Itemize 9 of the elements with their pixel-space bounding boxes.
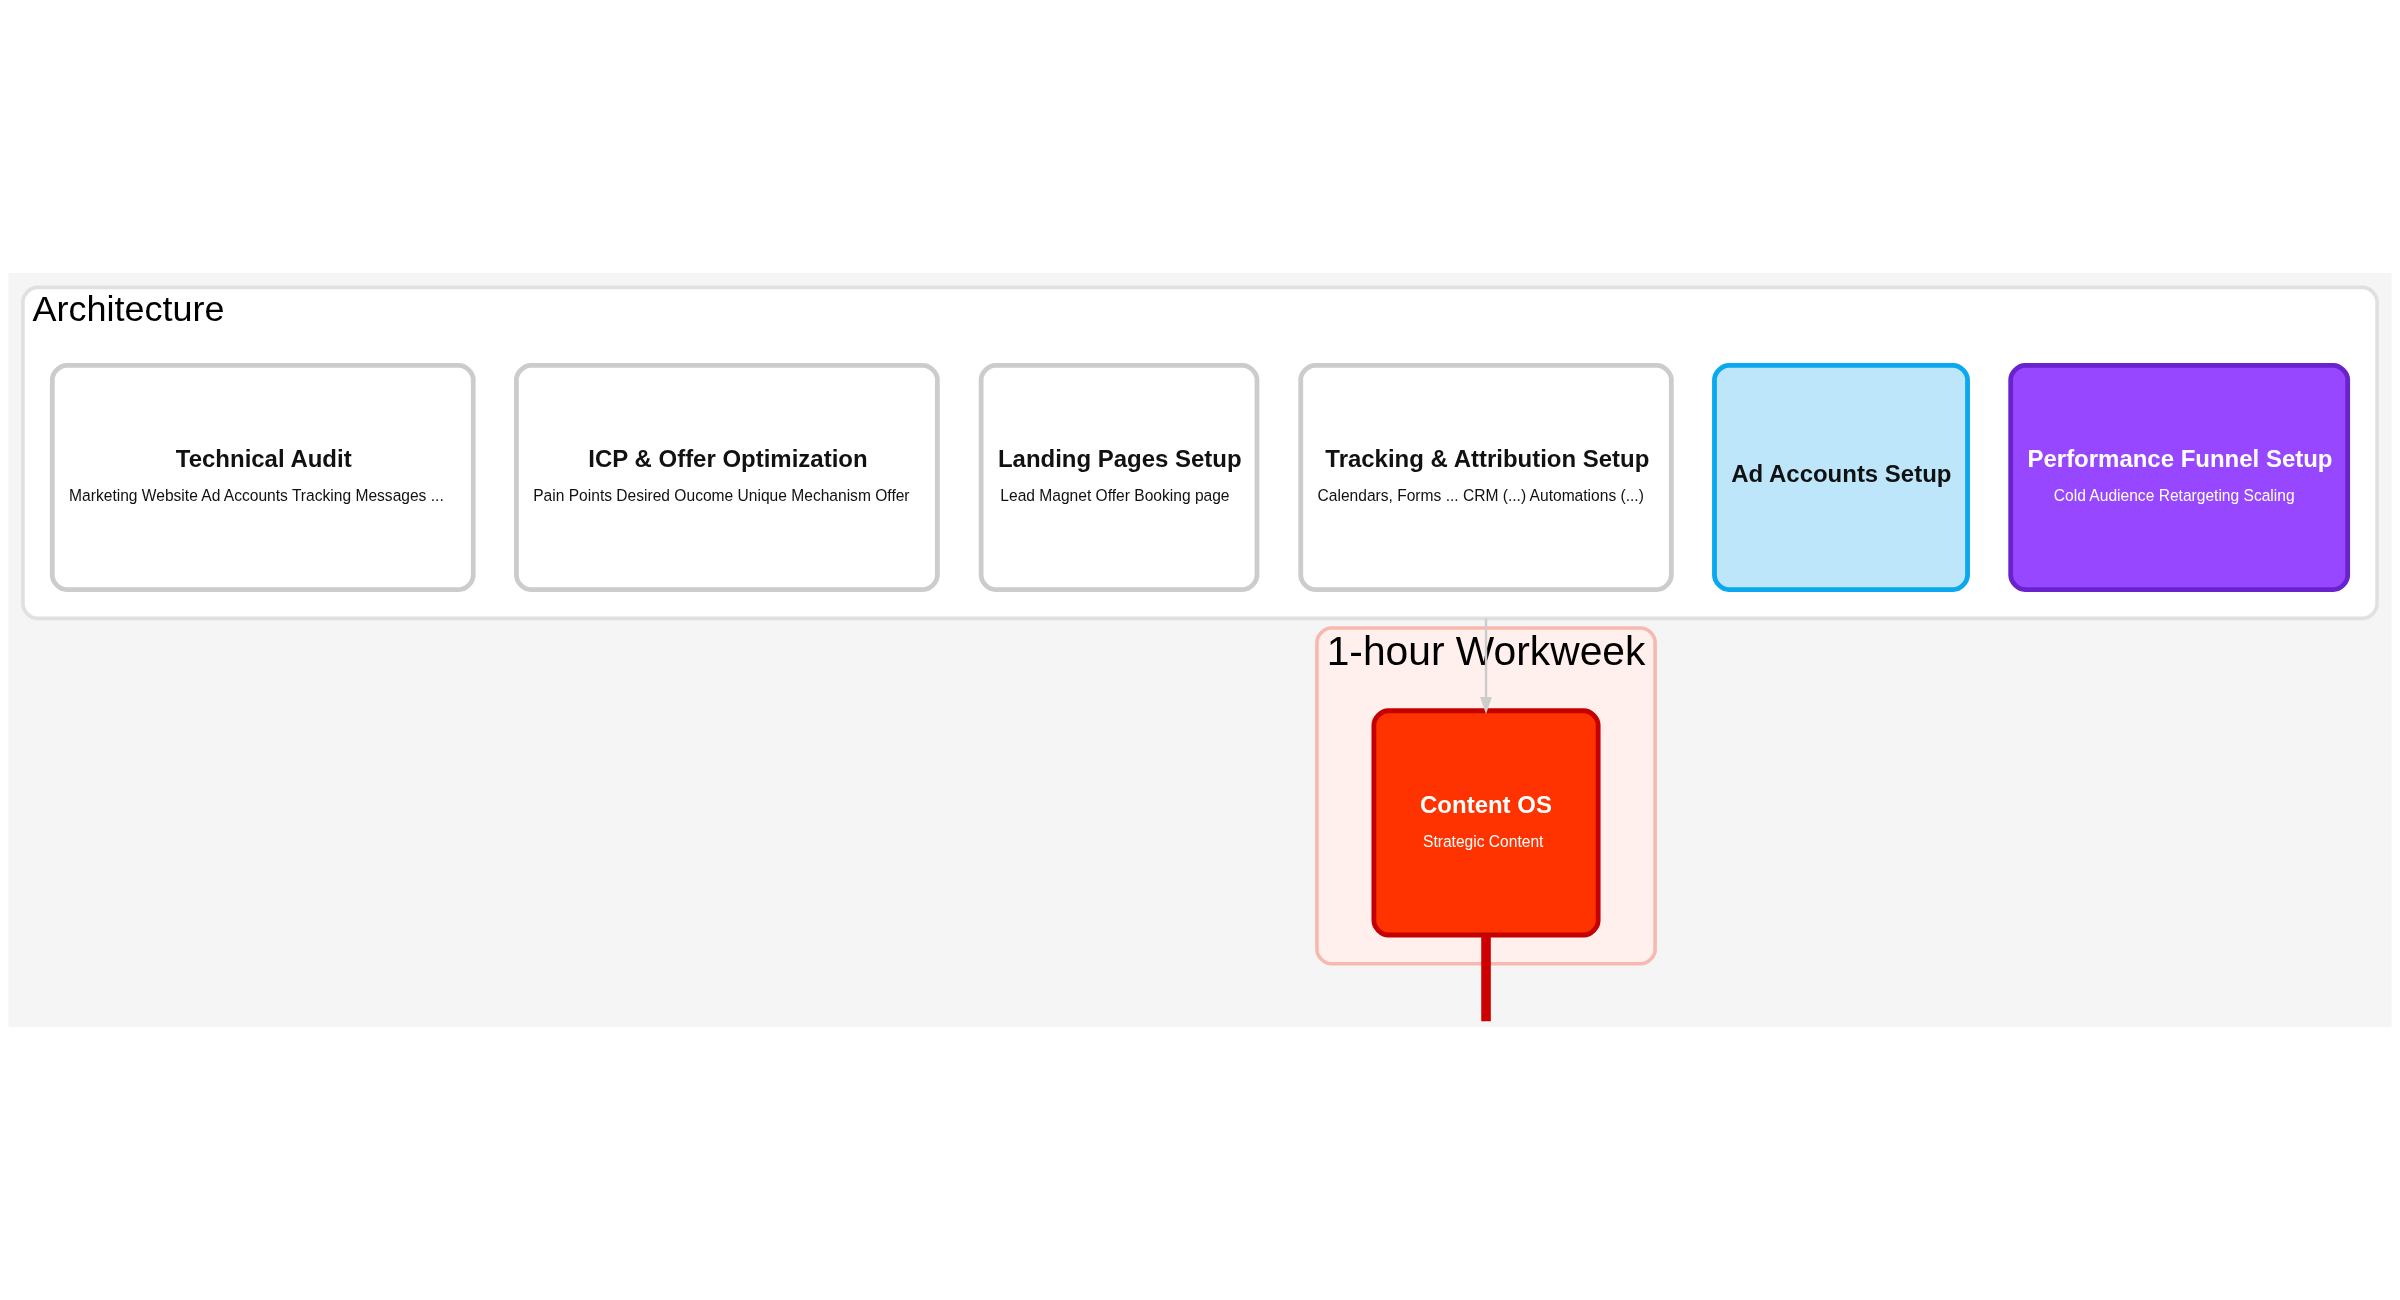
- node-box: Ad Accounts Setup: [1712, 362, 1970, 592]
- node-box: Content OS Strategic Content: [1371, 708, 1601, 938]
- connector: [1481, 935, 1491, 1022]
- node-box: Landing Pages Setup Lead Magnet Offer Booking page: [978, 362, 1260, 592]
- node-box: Performance Funnel Setup Cold Audience Retargeting Scaling: [2008, 362, 2351, 592]
- arrow: [1480, 618, 1492, 714]
- node-box: ICP & Offer Optimization Pain Points Desired Oucome Unique Mechanism Offer: [514, 362, 940, 592]
- node-box: Technical Audit Marketing Website Ad Accounts Tracking Messages ...: [49, 362, 476, 592]
- node-box: Tracking & Attribution Setup Calendars, Forms ... CRM (...) Automations (...): [1298, 362, 1674, 592]
